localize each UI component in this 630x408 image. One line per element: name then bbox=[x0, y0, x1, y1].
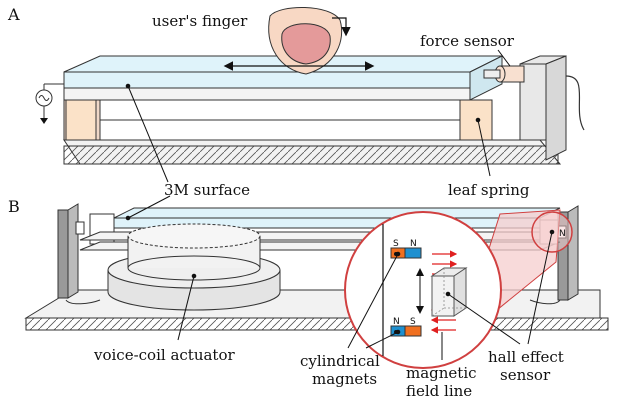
right-bracket-side bbox=[545, 55, 567, 161]
finger-label: user's finger bbox=[152, 12, 248, 30]
panel-a-label: A bbox=[7, 5, 20, 24]
panel-b-device: S N N S N bbox=[24, 203, 609, 369]
hall-sensor-cube-side bbox=[453, 267, 467, 317]
b-left-post bbox=[57, 209, 69, 299]
magnetic-field-line-label-2: field line bbox=[406, 382, 472, 400]
b-left-clamp bbox=[75, 221, 85, 235]
ac-source-wave bbox=[38, 95, 50, 101]
b-cable-right bbox=[529, 299, 561, 305]
panel-b-label: B bbox=[8, 197, 20, 216]
b-right-post-side bbox=[567, 205, 579, 301]
zoom-circle bbox=[344, 211, 502, 369]
pole-top-s: S bbox=[393, 239, 399, 249]
surface-plate-front bbox=[63, 71, 471, 89]
cylindrical-magnets-label-2: magnets bbox=[312, 370, 377, 388]
ground-icon bbox=[40, 118, 48, 124]
base-hatch bbox=[63, 145, 559, 165]
force-sensor-label: force sensor bbox=[420, 32, 515, 50]
leader-lines bbox=[125, 83, 555, 360]
b-left-post-side bbox=[67, 203, 79, 299]
top-magnet-blue bbox=[404, 247, 422, 259]
surface-label: 3M surface bbox=[164, 181, 250, 199]
finger-down-arrow bbox=[332, 17, 351, 37]
cylindrical-magnets-label-1: cylindrical bbox=[300, 352, 380, 370]
right-bracket bbox=[519, 63, 547, 141]
force-sensor-leader bbox=[497, 49, 511, 67]
bottom-magnet-orange bbox=[404, 325, 422, 337]
pole-sensor-n: N bbox=[559, 229, 566, 239]
inner-cavity bbox=[99, 99, 461, 121]
finger-pad bbox=[281, 23, 331, 65]
b-base-hatch bbox=[25, 317, 609, 331]
b-cable-left bbox=[65, 299, 101, 305]
force-sensor-rod bbox=[483, 69, 501, 79]
pole-bottom-n: N bbox=[393, 317, 400, 327]
voice-coil-actuator-label: voice-coil actuator bbox=[93, 346, 235, 364]
force-sensor-cable bbox=[565, 75, 585, 131]
leaf-spring-label: leaf spring bbox=[448, 181, 530, 199]
hall-effect-sensor-label-2: sensor bbox=[500, 366, 551, 384]
pole-bottom-s: S bbox=[410, 317, 416, 327]
actuator-coil-top bbox=[127, 223, 261, 249]
panel-a-device bbox=[35, 7, 585, 165]
magnetic-field-line-label-1: magnetic bbox=[406, 364, 477, 382]
actuator-coil-bottom bbox=[127, 255, 261, 281]
left-spring bbox=[65, 99, 97, 141]
hall-effect-sensor-label-1: hall effect bbox=[488, 348, 564, 366]
surface-plate-under bbox=[63, 87, 471, 101]
pole-top-n: N bbox=[410, 239, 417, 249]
b-surface-top bbox=[113, 207, 561, 219]
